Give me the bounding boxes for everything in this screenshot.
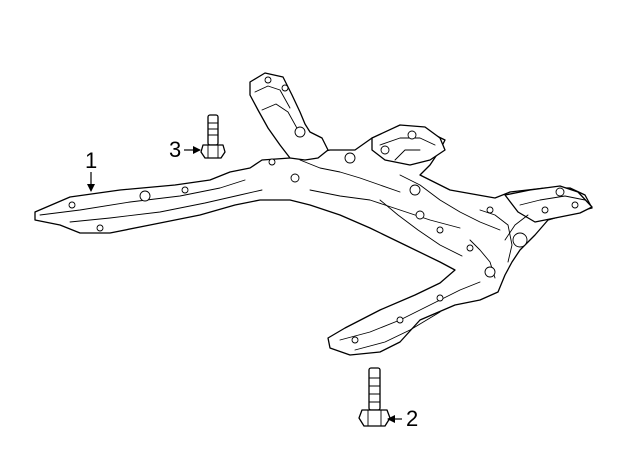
callout-number-3: 3 — [169, 137, 181, 162]
front-bolt-drawing[interactable] — [200, 114, 226, 159]
callout-number-1: 1 — [85, 148, 97, 173]
subframe-drawing[interactable] — [34, 72, 593, 356]
callout-3: 3 — [169, 137, 201, 162]
rear-bolt-drawing[interactable] — [358, 367, 391, 427]
callout-number-2: 2 — [406, 406, 418, 431]
callout-2: 2 — [387, 406, 418, 431]
callout-1: 1 — [85, 148, 97, 192]
